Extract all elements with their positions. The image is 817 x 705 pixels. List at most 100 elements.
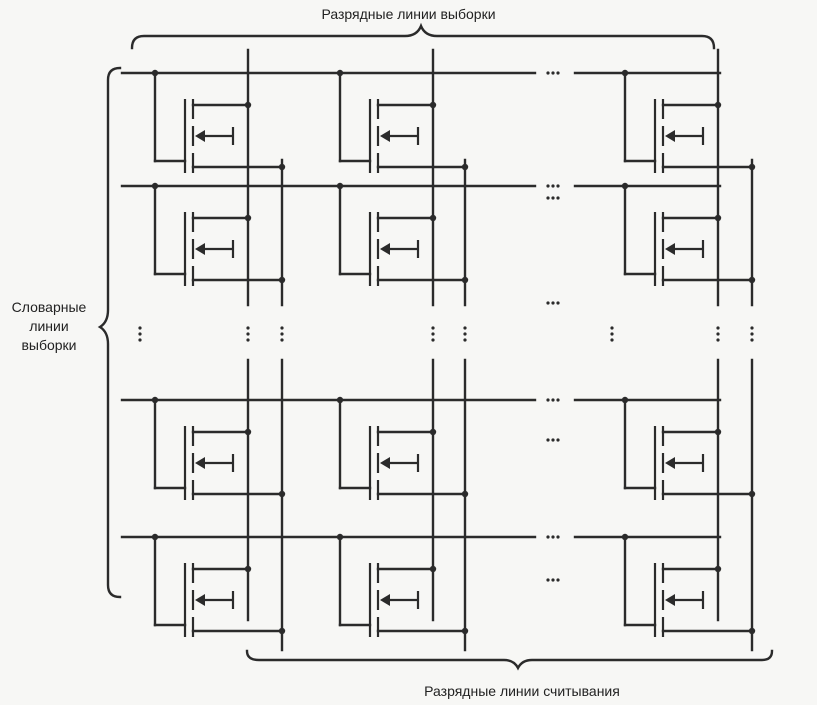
- memory-cell: [151, 182, 286, 286]
- body-arrow-head: [380, 594, 390, 606]
- junction-dot: [278, 276, 286, 284]
- horizontal-ellipsis: [546, 398, 560, 402]
- ellipsis-dot: [750, 332, 754, 336]
- ellipsis-dot: [246, 326, 250, 330]
- word-select-lines-label: Словарные линии выборки: [0, 298, 98, 355]
- memory-cell: [336, 69, 469, 173]
- ellipsis-dot: [546, 578, 550, 582]
- ellipsis-dot: [431, 338, 435, 342]
- junction-dot: [714, 101, 722, 109]
- ellipsis-dot: [716, 326, 720, 330]
- bit-select-lines-label: Разрядные линии выборки: [321, 6, 496, 22]
- ellipsis-dot: [551, 578, 555, 582]
- left-brace: [97, 66, 122, 599]
- horizontal-ellipsis: [546, 71, 560, 75]
- junction-dot: [748, 490, 756, 498]
- ellipsis-dot: [551, 71, 555, 75]
- junction-dot: [278, 490, 286, 498]
- junction-dot: [714, 565, 722, 573]
- vertical-ellipsis: [610, 326, 614, 342]
- vertical-ellipsis: [463, 326, 467, 342]
- ellipsis-dot: [750, 338, 754, 342]
- ellipsis-dot: [551, 184, 555, 188]
- body-arrow-head: [665, 594, 675, 606]
- ellipsis-dot: [280, 326, 284, 330]
- vertical-ellipsis: [246, 326, 250, 342]
- body-arrow-head: [380, 457, 390, 469]
- junction-dot: [429, 214, 437, 222]
- ellipsis-dot: [463, 326, 467, 330]
- ellipsis-dot: [546, 438, 550, 442]
- line-layer: [120, 48, 754, 652]
- ellipsis-dot: [551, 301, 555, 305]
- memory-cell: [151, 396, 286, 500]
- ellipsis-dot: [556, 184, 560, 188]
- ellipsis-dot: [716, 332, 720, 336]
- bit-read-lines-label: Разрядные линии считывания: [424, 683, 620, 699]
- ellipsis-dot: [551, 535, 555, 539]
- memory-cell: [336, 182, 469, 286]
- junction-dot: [278, 627, 286, 635]
- ellipsis-dot: [551, 196, 555, 200]
- body-arrow-head: [195, 457, 205, 469]
- vertical-ellipsis: [716, 326, 720, 342]
- horizontal-ellipsis: [546, 301, 560, 305]
- ellipsis-dot: [463, 332, 467, 336]
- body-arrow-head: [195, 594, 205, 606]
- junction-dot: [244, 214, 252, 222]
- word-select-label-line3: выборки: [21, 337, 77, 353]
- ellipsis-dot: [556, 71, 560, 75]
- junction-dot: [278, 163, 286, 171]
- memory-cell: [621, 396, 756, 500]
- ellipsis-dot: [716, 338, 720, 342]
- ellipsis-dot: [138, 338, 142, 342]
- horizontal-ellipsis: [546, 535, 560, 539]
- body-arrow-head: [195, 243, 205, 255]
- ellipsis-dot: [246, 332, 250, 336]
- ellipsis-dot: [431, 332, 435, 336]
- ellipsis-dot: [610, 338, 614, 342]
- ellipsis-dot: [546, 398, 550, 402]
- ellipsis-dot: [280, 332, 284, 336]
- ellipsis-dot: [610, 332, 614, 336]
- junction-dot: [461, 627, 469, 635]
- ellipsis-dot: [546, 71, 550, 75]
- ellipsis-dot: [138, 326, 142, 330]
- ellipsis-dot: [610, 326, 614, 330]
- memory-cell: [151, 69, 286, 173]
- memory-cell: [336, 533, 469, 637]
- body-arrow-head: [665, 243, 675, 255]
- horizontal-ellipsis: [546, 438, 560, 442]
- ellipsis-dot: [463, 338, 467, 342]
- ellipsis-dot: [556, 301, 560, 305]
- junction-dot: [429, 428, 437, 436]
- memory-cell: [151, 533, 286, 637]
- vertical-ellipsis: [280, 326, 284, 342]
- junction-dot: [714, 428, 722, 436]
- vertical-ellipsis: [431, 326, 435, 342]
- junction-dot: [461, 490, 469, 498]
- vertical-ellipsis: [750, 326, 754, 342]
- ellipsis-dot: [246, 338, 250, 342]
- body-arrow-head: [380, 130, 390, 142]
- junction-dot: [429, 101, 437, 109]
- ellipsis-dot: [556, 196, 560, 200]
- junction-dot: [244, 101, 252, 109]
- memory-cell: [621, 69, 756, 173]
- cell-layer: [151, 69, 756, 637]
- ellipsis-dot: [546, 535, 550, 539]
- ellipsis-dot: [750, 326, 754, 330]
- vertical-ellipsis: [138, 326, 142, 342]
- ellipsis-dot: [546, 184, 550, 188]
- junction-dot: [748, 163, 756, 171]
- junction-dot: [244, 428, 252, 436]
- ellipsis-dot: [546, 301, 550, 305]
- junction-dot: [748, 627, 756, 635]
- ellipsis-dot: [551, 438, 555, 442]
- junction-dot: [461, 163, 469, 171]
- junction-dot: [244, 565, 252, 573]
- mark-layer: [138, 71, 754, 582]
- horizontal-ellipsis: [546, 578, 560, 582]
- body-arrow-head: [195, 130, 205, 142]
